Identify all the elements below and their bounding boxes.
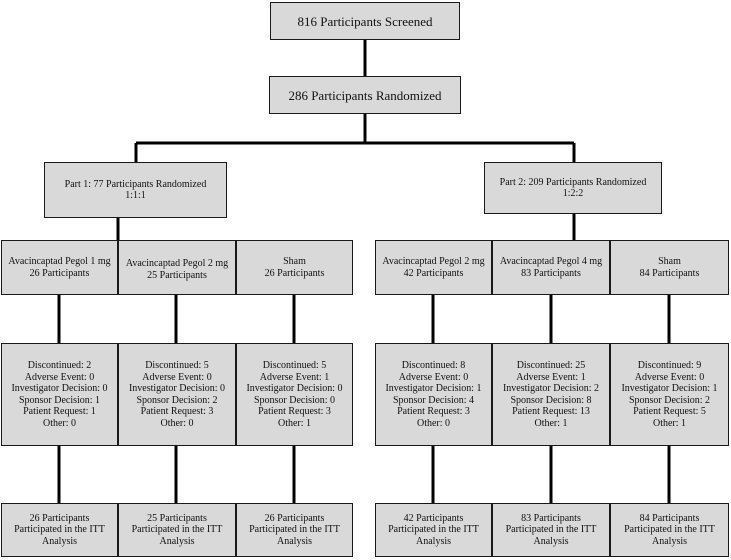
part1-arm1-group-box: Avacincaptad Pegol 1 mg 26 Participants	[1, 240, 118, 295]
part1-arm1-discontinued-box: Discontinued: 2 Adverse Event: 0 Investi…	[1, 343, 118, 446]
part1-arm3-itt-box: 26 Participants Participated in the ITT …	[236, 503, 353, 557]
part2-arm2-discontinued-box: Discontinued: 25 Adverse Event: 1 Invest…	[492, 343, 610, 446]
part1-arm3-discontinued-box: Discontinued: 5 Adverse Event: 1 Investi…	[236, 343, 353, 446]
itt-analysis: Analysis	[277, 535, 312, 547]
sponsor-decision: Sponsor Decision: 0	[253, 394, 336, 406]
itt-text: Participated in the ITT	[388, 524, 479, 536]
itt-count: 26 Participants	[29, 512, 90, 524]
itt-text: Participated in the ITT	[624, 524, 715, 536]
discontinued-total: Discontinued: 5	[262, 360, 327, 371]
randomized-label: 286 Participants Randomized	[288, 87, 442, 103]
adverse-event: Adverse Event: 1	[259, 371, 330, 383]
other: Other: 0	[416, 417, 451, 429]
part2-arm1-group-box: Avacincaptad Pegol 2 mg 42 Participants	[375, 240, 492, 295]
part2-title: Part 2: 209 Participants Randomized	[499, 176, 647, 188]
randomized-box: 286 Participants Randomized	[269, 76, 461, 114]
other: Other: 1	[534, 417, 568, 429]
arm-count: 42 Participants	[403, 267, 464, 279]
part1-arm1-itt-box: 26 Participants Participated in the ITT …	[1, 503, 118, 557]
sponsor-decision: Sponsor Decision: 8	[510, 394, 592, 406]
part2-box: Part 2: 209 Participants Randomized 1:2:…	[484, 162, 662, 214]
discontinued-total: Discontinued: 5	[145, 360, 209, 371]
arm-name: Avacincaptad Pegol 2 mg	[125, 258, 229, 269]
sponsor-decision: Sponsor Decision: 1	[18, 394, 101, 406]
investigator-decision: Investigator Decision: 0	[128, 383, 226, 394]
itt-analysis: Analysis	[416, 535, 451, 547]
screened-label: 816 Participants Screened	[297, 13, 433, 29]
part2-arm2-itt-box: 83 Participants Participated in the ITT …	[492, 503, 610, 557]
itt-count: 26 Participants	[264, 512, 325, 524]
arm-name: Sham	[283, 256, 306, 267]
part2-arm3-discontinued-box: Discontinued: 9 Adverse Event: 0 Investi…	[610, 343, 729, 446]
screened-box: 816 Participants Screened	[270, 2, 460, 40]
investigator-decision: Investigator Decision: 1	[621, 383, 718, 394]
part1-arm2-discontinued-box: Discontinued: 5 Adverse Event: 0 Investi…	[118, 343, 236, 446]
itt-text: Participated in the ITT	[249, 524, 340, 536]
part2-arm1-discontinued-box: Discontinued: 8 Adverse Event: 0 Investi…	[375, 343, 492, 446]
patient-request: Patient Request: 1	[23, 406, 96, 417]
itt-count: 25 Participants	[147, 512, 207, 524]
part1-arm2-itt-box: 25 Participants Participated in the ITT …	[118, 503, 236, 557]
part2-ratio: 1:2:2	[562, 188, 584, 199]
itt-analysis: Analysis	[652, 535, 687, 547]
patient-request: Patient Request: 13	[512, 406, 590, 417]
part2-arm1-itt-box: 42 Participants Participated in the ITT …	[375, 503, 492, 557]
investigator-decision: Investigator Decision: 2	[502, 383, 600, 394]
investigator-decision: Investigator Decision: 0	[11, 383, 108, 394]
part1-arm3-group-box: Sham 26 Participants	[236, 240, 353, 295]
itt-analysis: Analysis	[533, 535, 569, 547]
patient-request: Patient Request: 3	[258, 406, 331, 417]
sponsor-decision: Sponsor Decision: 2	[136, 394, 218, 406]
arm-name: Avacincaptad Pegol 2 mg	[382, 256, 485, 267]
itt-count: 42 Participants	[403, 512, 464, 524]
arm-name: Sham	[658, 256, 681, 267]
discontinued-total: Discontinued: 25	[516, 360, 586, 371]
patient-request: Patient Request: 5	[633, 406, 706, 417]
adverse-event: Adverse Event: 0	[142, 371, 212, 383]
itt-count: 84 Participants	[639, 512, 700, 524]
arm-count: 25 Participants	[147, 269, 207, 281]
adverse-event: Adverse Event: 1	[516, 371, 586, 383]
arm-count: 26 Participants	[264, 267, 325, 279]
discontinued-total: Discontinued: 9	[637, 360, 702, 371]
arm-count: 83 Participants	[521, 267, 581, 279]
part1-arm2-group-box: Avacincaptad Pegol 2 mg 25 Participants	[118, 240, 236, 295]
part1-title: Part 1: 77 Participants Randomized	[64, 178, 207, 190]
itt-count: 83 Participants	[521, 512, 581, 524]
itt-text: Participated in the ITT	[14, 524, 105, 536]
part2-arm3-itt-box: 84 Participants Participated in the ITT …	[610, 503, 729, 557]
itt-text: Participated in the ITT	[505, 524, 597, 536]
part1-ratio: 1:1:1	[125, 190, 146, 201]
other: Other: 0	[42, 417, 77, 429]
sponsor-decision: Sponsor Decision: 2	[628, 394, 711, 406]
sponsor-decision: Sponsor Decision: 4	[392, 394, 475, 406]
adverse-event: Adverse Event: 0	[398, 371, 469, 383]
arm-name: Avacincaptad Pegol 4 mg	[499, 256, 603, 267]
arm-count: 84 Participants	[639, 267, 700, 279]
part1-box: Part 1: 77 Participants Randomized 1:1:1	[44, 162, 227, 218]
investigator-decision: Investigator Decision: 0	[246, 383, 343, 394]
part2-arm3-group-box: Sham 84 Participants	[610, 240, 729, 295]
patient-request: Patient Request: 3	[140, 406, 214, 417]
investigator-decision: Investigator Decision: 1	[385, 383, 482, 394]
arm-count: 26 Participants	[29, 267, 90, 279]
other: Other: 1	[277, 417, 312, 429]
discontinued-total: Discontinued: 8	[401, 360, 466, 371]
itt-analysis: Analysis	[42, 535, 77, 547]
adverse-event: Adverse Event: 0	[24, 371, 95, 383]
other: Other: 0	[160, 417, 194, 429]
itt-analysis: Analysis	[159, 535, 195, 547]
part2-arm2-group-box: Avacincaptad Pegol 4 mg 83 Participants	[492, 240, 610, 295]
adverse-event: Adverse Event: 0	[634, 371, 705, 383]
other: Other: 1	[652, 417, 687, 429]
patient-request: Patient Request: 3	[397, 406, 470, 417]
discontinued-total: Discontinued: 2	[27, 360, 92, 371]
arm-name: Avacincaptad Pegol 1 mg	[8, 256, 111, 267]
itt-text: Participated in the ITT	[131, 524, 223, 536]
